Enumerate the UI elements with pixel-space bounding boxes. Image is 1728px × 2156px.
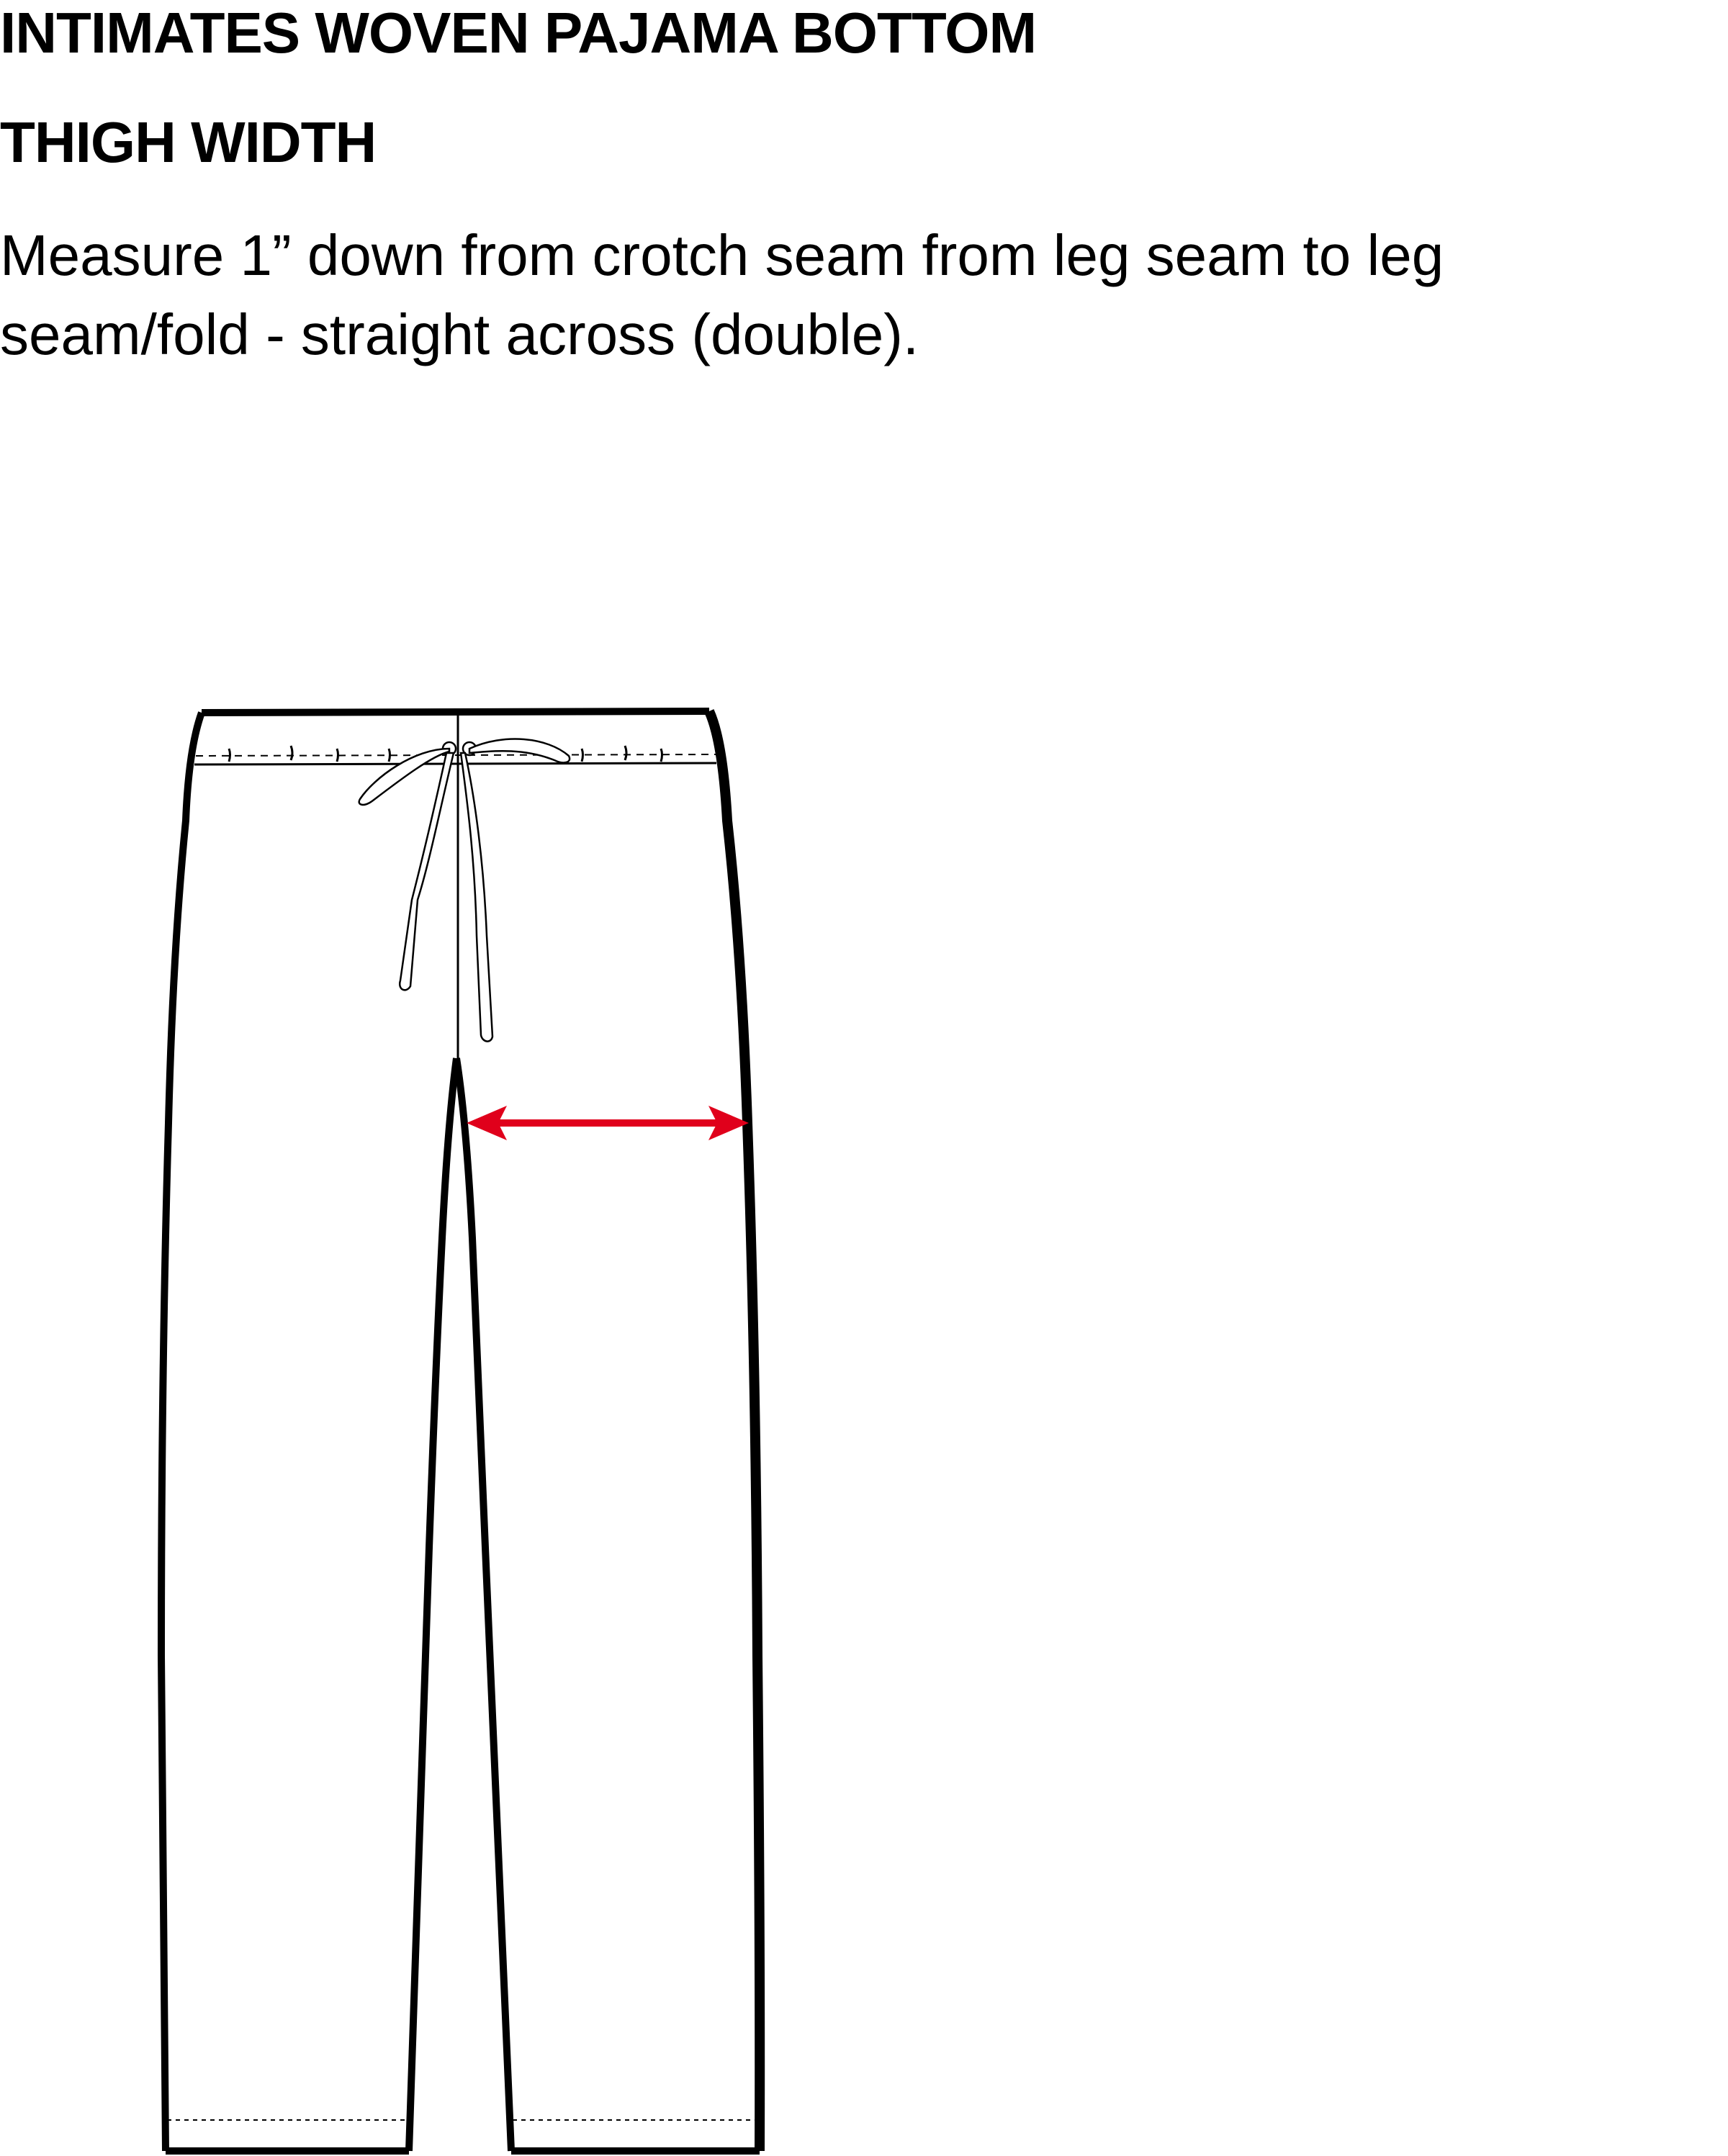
double-headed-arrow-icon [467, 1106, 749, 1140]
left-inseam [405, 1057, 460, 2152]
measurement-name: THIGH WIDTH [0, 110, 377, 174]
right-inseam [453, 1057, 515, 2152]
measurement-instructions: Measure 1” down from crotch seam from le… [0, 216, 1613, 374]
waistband-stitch [195, 754, 716, 757]
page-title: INTIMATES WOVEN PAJAMA BOTTOM [0, 1, 1037, 65]
drawstring-icon [358, 738, 571, 1042]
waistband-bottom-seam [194, 762, 717, 766]
waistband-gathers [228, 745, 663, 762]
instructions-line-1: Measure 1” down from crotch seam from le… [0, 223, 1444, 287]
arrow-head-left [467, 1106, 507, 1140]
waistband-top-edge [201, 708, 710, 716]
right-outseam [704, 709, 765, 2152]
arrow-head-right [708, 1106, 749, 1140]
pants-outline [163, 711, 767, 2151]
left-outseam [158, 711, 205, 2152]
instructions-line-2: seam/fold - straight across (double). [0, 302, 919, 366]
